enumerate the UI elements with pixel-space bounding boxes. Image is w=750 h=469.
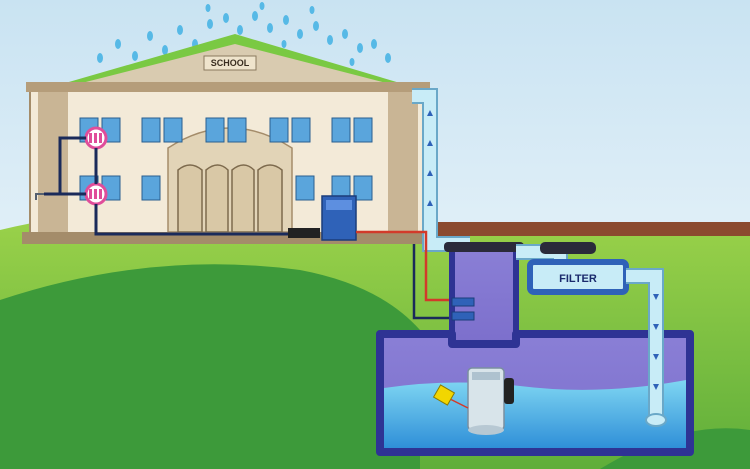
toilet-icon bbox=[84, 182, 108, 206]
float-switch bbox=[432, 378, 514, 409]
internal-supply-pipes bbox=[44, 136, 290, 236]
flow-arrows bbox=[427, 110, 659, 390]
cornice bbox=[26, 82, 430, 92]
filter-unit[interactable]: FILTER bbox=[516, 242, 629, 295]
tank-inlet-pipe bbox=[626, 268, 667, 427]
filter-label: FILTER bbox=[559, 273, 597, 285]
pipe-joint bbox=[451, 297, 475, 321]
school-label: SCHOOL bbox=[211, 58, 250, 68]
tap-icon bbox=[35, 193, 44, 200]
tank-neck bbox=[449, 245, 519, 347]
underground-tank[interactable] bbox=[376, 242, 694, 456]
pilaster-right bbox=[388, 92, 418, 232]
hill-front bbox=[0, 264, 420, 469]
entrance-doors bbox=[177, 164, 283, 233]
pump-unit bbox=[288, 195, 357, 241]
submersible-pump bbox=[467, 367, 505, 435]
school-building: SCHOOL bbox=[22, 34, 434, 244]
tank-water bbox=[384, 380, 686, 448]
filter-lid bbox=[540, 242, 596, 254]
toilet-icon bbox=[84, 126, 108, 150]
pilaster-left bbox=[38, 92, 68, 232]
soil-layer bbox=[420, 222, 750, 236]
school-sign bbox=[203, 55, 257, 71]
tank-lid bbox=[444, 242, 524, 252]
